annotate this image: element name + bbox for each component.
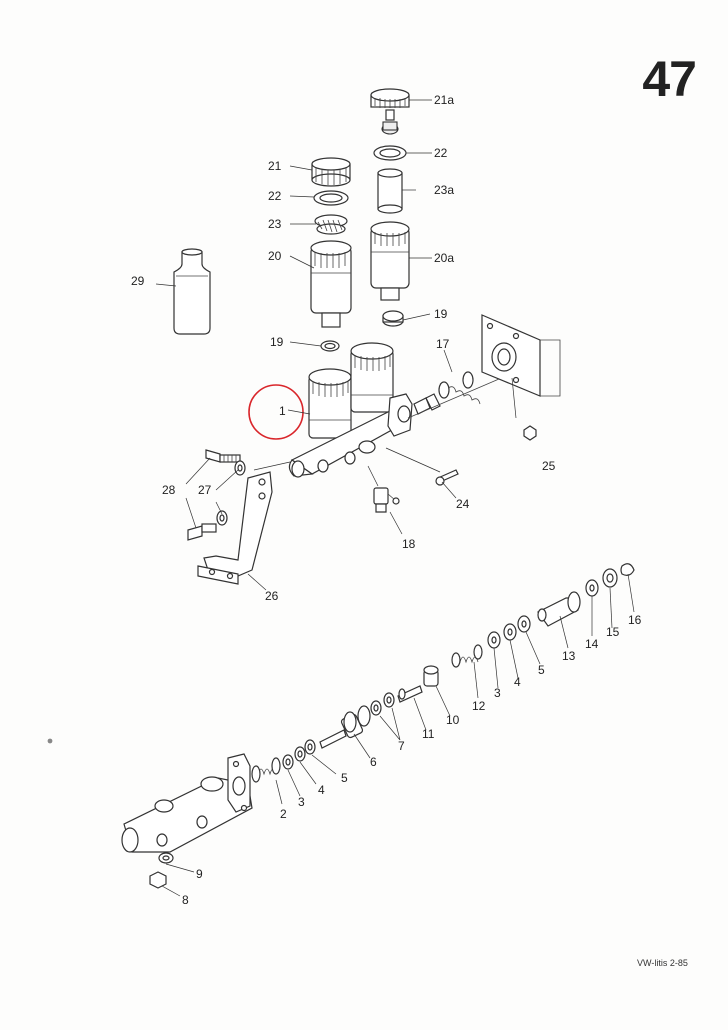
callout-14: 14: [585, 637, 599, 651]
part-26-mounting-bracket[interactable]: [197, 461, 291, 585]
callout-21a: 21a: [434, 93, 454, 107]
callout-16: 16: [628, 613, 642, 627]
part-22-gasket-left[interactable]: [313, 190, 349, 206]
callout-4-upper: 4: [514, 675, 521, 689]
callout-5-upper: 5: [538, 663, 545, 677]
part-18-stoplight-switch[interactable]: [367, 465, 400, 513]
callout-11: 11: [422, 727, 435, 741]
part-27-washers[interactable]: [216, 460, 246, 526]
part-17-spring-boot[interactable]: [407, 369, 521, 419]
part-21-cap[interactable]: [311, 157, 351, 187]
callout-25: 25: [542, 459, 556, 473]
part-22-gasket-upper[interactable]: [373, 145, 407, 161]
part-23-strainer[interactable]: [314, 214, 348, 235]
part-21a-cap[interactable]: [370, 88, 410, 135]
part-12-spring[interactable]: [451, 644, 483, 668]
part-23a-strainer[interactable]: [377, 168, 403, 214]
callout-23a: 23a: [434, 183, 454, 197]
callout-3-upper: 3: [494, 686, 501, 700]
callout-22-upper: 22: [434, 146, 448, 160]
callout-15: 15: [606, 625, 620, 639]
callout-13: 13: [562, 649, 576, 663]
lower-master-cylinder-body[interactable]: [121, 753, 253, 853]
callout-9: 9: [196, 867, 203, 881]
highlight-circle: [248, 384, 304, 440]
part-20a-reservoir[interactable]: [370, 221, 410, 301]
callout-10: 10: [446, 713, 460, 727]
leader-lines: [155, 99, 635, 897]
part-7-seals[interactable]: [370, 692, 395, 716]
part-13-piston[interactable]: [537, 591, 581, 627]
part-29-fluid-bottle[interactable]: [173, 248, 211, 335]
callout-21: 21: [268, 159, 282, 173]
callout-1: 1: [279, 404, 286, 418]
lower-seals-3-4-5[interactable]: [282, 739, 316, 770]
part-25-firewall-bracket[interactable]: [481, 314, 561, 441]
callout-27: 27: [198, 483, 212, 497]
callout-17: 17: [436, 337, 450, 351]
callout-8: 8: [182, 893, 189, 907]
callout-6: 6: [370, 755, 377, 769]
callout-20: 20: [268, 249, 282, 263]
callout-23: 23: [268, 217, 282, 231]
callout-2: 2: [280, 807, 287, 821]
part-6-piston[interactable]: [319, 705, 371, 749]
callout-28: 28: [162, 483, 176, 497]
part-11-piston-rod[interactable]: [397, 685, 423, 703]
page-number: 47: [642, 51, 697, 107]
footer-note: VW-litis 2-85: [637, 958, 688, 968]
callout-3-lower: 3: [298, 795, 305, 809]
part-19-seal-right[interactable]: [382, 310, 404, 327]
callout-20a: 20a: [434, 251, 454, 265]
part-1-master-cylinder[interactable]: [288, 342, 413, 478]
part-2-spring[interactable]: [251, 757, 281, 783]
part-20-reservoir[interactable]: [310, 240, 352, 328]
part-19-seal-left[interactable]: [320, 340, 340, 352]
callout-19-left: 19: [270, 335, 284, 349]
part-10-cup[interactable]: [423, 665, 439, 687]
callout-19-right: 19: [434, 307, 448, 321]
callout-7: 7: [398, 739, 405, 753]
callout-22-left: 22: [268, 189, 282, 203]
callout-29: 29: [131, 274, 145, 288]
scan-speck: [47, 738, 53, 744]
part-9-washer[interactable]: [158, 852, 174, 864]
part-8-plug[interactable]: [149, 871, 167, 889]
callout-labels: 21a 22 23a 20a 19 21 22 23 20 29 19 1 17…: [131, 93, 642, 907]
upper-seals-3-4-5[interactable]: [487, 615, 531, 649]
callout-12: 12: [472, 699, 486, 713]
callout-5-lower: 5: [341, 771, 348, 785]
callout-4-lower: 4: [318, 783, 325, 797]
callout-26: 26: [265, 589, 279, 603]
part-24-screw[interactable]: [385, 447, 459, 486]
callout-18: 18: [402, 537, 416, 551]
callout-24: 24: [456, 497, 470, 511]
